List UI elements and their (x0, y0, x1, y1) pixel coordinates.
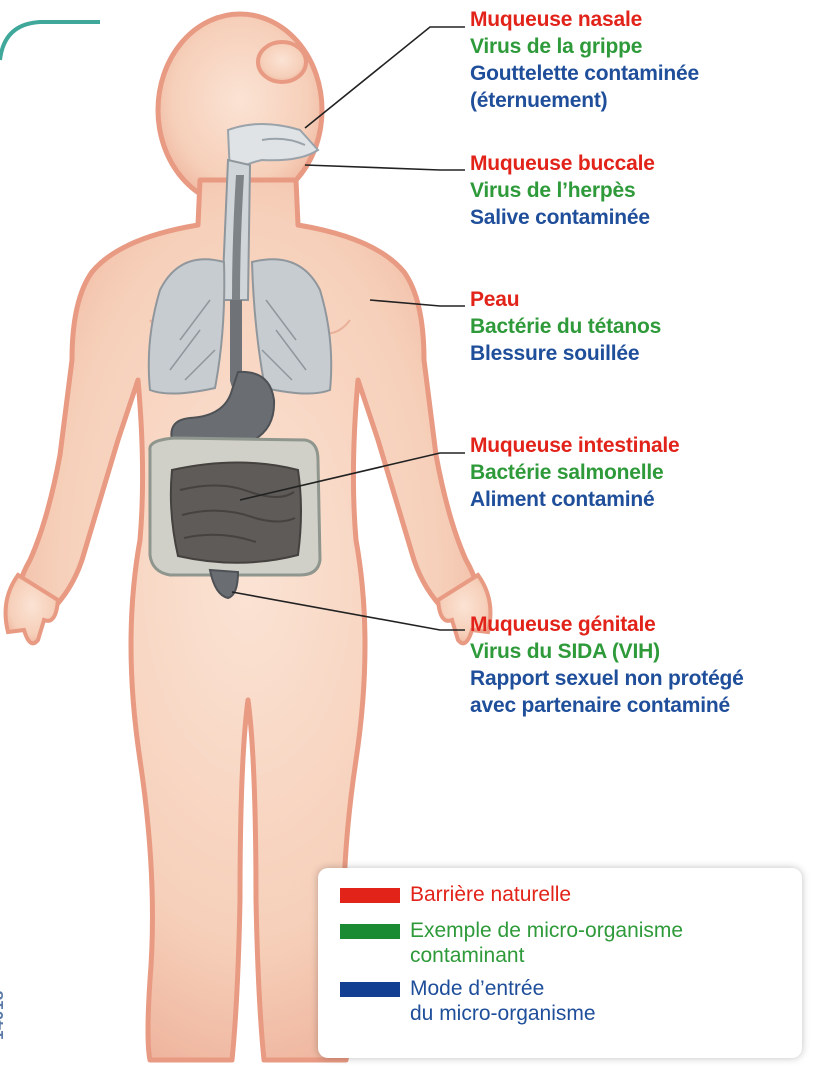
internal-organs (149, 124, 332, 598)
legend-item-entry: Mode d’entrée du micro-organisme (340, 976, 596, 1026)
legend-swatch-red (340, 888, 400, 903)
barrier-label: Muqueuse génitale (470, 611, 744, 638)
entry-label: Salive contaminée (470, 204, 655, 231)
label-group-buccal: Muqueuse buccale Virus de l’herpès Saliv… (470, 150, 655, 231)
leader-buccal (305, 165, 465, 170)
organism-label: Virus de l’herpès (470, 177, 655, 204)
organism-label: Bactérie du tétanos (470, 313, 661, 340)
entry-label: Blessure souillée (470, 340, 661, 367)
barrier-label: Muqueuse buccale (470, 150, 655, 177)
barrier-label: Peau (470, 286, 661, 313)
entry-label: Aliment contaminé (470, 486, 680, 513)
corner-arc (0, 22, 100, 60)
label-group-intestinal: Muqueuse intestinale Bactérie salmonelle… (470, 432, 680, 513)
label-group-nasal: Muqueuse nasale Virus de la grippe Goutt… (470, 6, 699, 114)
legend-item-barrier: Barrière naturelle (340, 882, 571, 907)
legend-swatch-blue (340, 982, 400, 997)
entry-label-2: avec partenaire contaminé (470, 692, 744, 719)
entry-label: Rapport sexuel non protégé (470, 665, 744, 692)
legend-label-organism-line1: Exemple de micro-organisme (410, 919, 683, 942)
barrier-label: Muqueuse nasale (470, 6, 699, 33)
legend-label-entry-line1: Mode d’entrée (410, 977, 544, 1000)
legend-label-entry: Mode d’entrée du micro-organisme (410, 976, 596, 1026)
legend-label-organism-line2: contaminant (410, 944, 524, 967)
organism-label: Virus de la grippe (470, 33, 699, 60)
legend-swatch-green (340, 924, 400, 939)
leader-nasal (305, 27, 465, 128)
legend-label-barrier: Barrière naturelle (410, 882, 571, 907)
barrier-label: Muqueuse intestinale (470, 432, 680, 459)
label-group-genital: Muqueuse génitale Virus du SIDA (VIH) Ra… (470, 611, 744, 719)
legend-label-organism: Exemple de micro-organisme contaminant (410, 918, 683, 968)
organism-label: Virus du SIDA (VIH) (470, 638, 744, 665)
legend-label-entry-line2: du micro-organisme (410, 1002, 596, 1025)
entry-label: Gouttelette contaminée (470, 60, 699, 87)
legend: Barrière naturelle Exemple de micro-orga… (318, 868, 802, 1058)
organism-label: Bactérie salmonelle (470, 459, 680, 486)
figure-code: 14018 (0, 990, 8, 1040)
entry-label-2: (éternuement) (470, 87, 699, 114)
label-group-peau: Peau Bactérie du tétanos Blessure souill… (470, 286, 661, 367)
legend-item-organism: Exemple de micro-organisme contaminant (340, 918, 683, 968)
